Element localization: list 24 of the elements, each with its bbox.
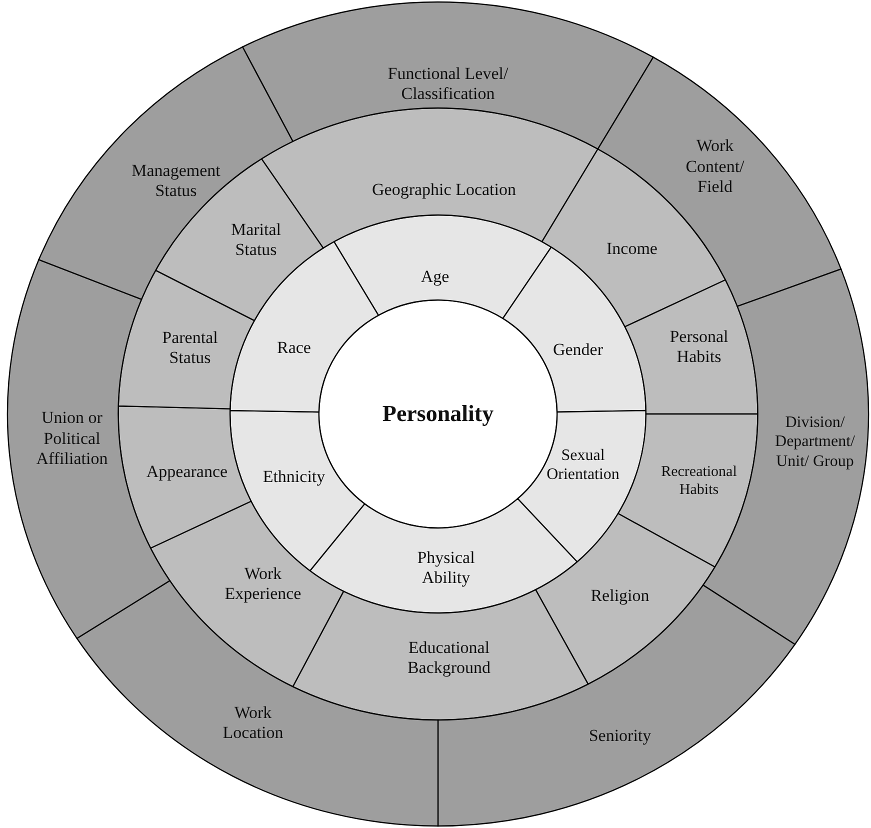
segment-label: Parental Status (161, 328, 219, 368)
segment-label: Work Content/ Field (684, 136, 746, 198)
segment-label: Recreational Habits (660, 463, 738, 499)
segment-label: Union or Political Affiliation (35, 408, 109, 470)
center-label: Personality (382, 400, 494, 428)
segment-label: Management Status (130, 160, 222, 202)
segment-label: Educational Background (406, 638, 492, 678)
segment-label: Sexual Orientation (546, 446, 620, 484)
segment-label: Income (606, 238, 658, 260)
segment-label: Work Experience (224, 564, 302, 604)
segment-label: Ethnicity (262, 466, 326, 488)
segment-label: Religion (590, 586, 650, 606)
segment-label: Marital Status (230, 220, 282, 260)
segment-label: Functional Level/ Classification (386, 64, 510, 104)
segment-label: Work Location (222, 702, 284, 744)
segment-label: Division/ Department/ Unit/ Group (774, 413, 856, 471)
segment-label: Age (420, 266, 450, 288)
segment-label: Appearance (146, 462, 228, 482)
segment-label: Geographic Location (372, 180, 516, 200)
segment-label: Seniority (588, 726, 652, 746)
segment-label: Physical Ability (416, 548, 476, 588)
segment-label: Personal Habits (668, 326, 730, 368)
segment-label: Race (277, 338, 311, 358)
segment-label: Gender (552, 340, 604, 360)
